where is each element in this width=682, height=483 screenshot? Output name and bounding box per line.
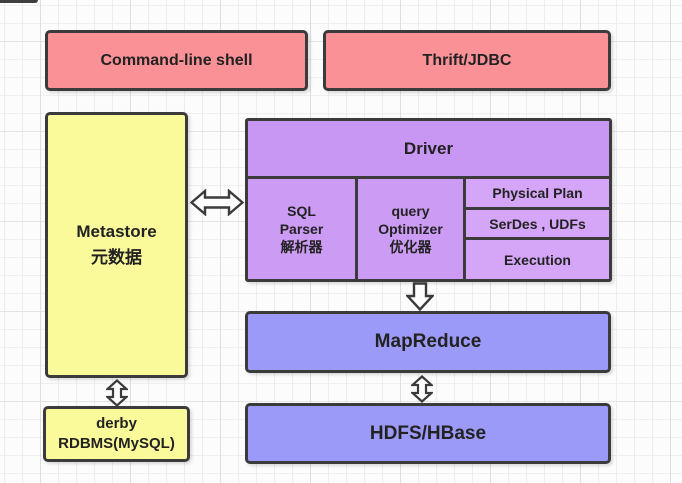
query-optimizer-line3: 优化器 bbox=[389, 239, 432, 255]
query-optimizer-line1: query bbox=[391, 203, 430, 219]
down-arrow-icon bbox=[406, 282, 434, 311]
double-arrow-horizontal-icon bbox=[190, 189, 244, 216]
hdfs-hbase-label: HDFS/HBase bbox=[369, 422, 487, 444]
derby-label-line1: derby bbox=[96, 415, 137, 432]
thrift-jdbc-label: Thrift/JDBC bbox=[422, 51, 512, 69]
mapreduce-label: MapReduce bbox=[374, 331, 482, 352]
serdes-udfs-cell: SerDes , UDFs bbox=[466, 210, 609, 240]
physical-plan-cell: Physical Plan bbox=[466, 179, 609, 210]
query-optimizer-cell: query Optimizer 优化器 bbox=[358, 179, 466, 279]
mapreduce-box: MapReduce bbox=[245, 311, 611, 373]
thrift-jdbc-box: Thrift/JDBC bbox=[323, 30, 611, 91]
derby-label-line2: RDBMS(MySQL) bbox=[58, 435, 175, 452]
sql-parser-line1: SQL bbox=[287, 203, 316, 219]
driver-body: SQL Parser 解析器 query Optimizer 优化器 Physi… bbox=[248, 179, 609, 279]
driver-right-column: Physical Plan SerDes , UDFs Execution bbox=[466, 179, 609, 279]
driver-label: Driver bbox=[403, 138, 454, 158]
sql-parser-line3: 解析器 bbox=[280, 239, 323, 255]
command-line-shell-label: Command-line shell bbox=[100, 51, 253, 69]
double-arrow-vertical-icon bbox=[411, 375, 433, 403]
double-arrow-vertical-icon bbox=[106, 379, 128, 407]
metastore-box: Metastore 元数据 bbox=[45, 112, 188, 378]
metastore-label-line1: Metastore bbox=[76, 222, 157, 241]
command-line-shell-box: Command-line shell bbox=[45, 30, 308, 91]
query-optimizer-line2: Optimizer bbox=[378, 221, 443, 237]
execution-label: Execution bbox=[504, 251, 571, 268]
sql-parser-line2: Parser bbox=[279, 221, 324, 237]
driver-header: Driver bbox=[248, 121, 609, 179]
metastore-label-line2: 元数据 bbox=[91, 248, 142, 267]
physical-plan-label: Physical Plan bbox=[492, 185, 583, 201]
execution-cell: Execution bbox=[466, 240, 609, 279]
derby-rdbms-box: derby RDBMS(MySQL) bbox=[43, 406, 190, 462]
canvas-edge-artifact bbox=[0, 0, 38, 3]
hdfs-hbase-box: HDFS/HBase bbox=[245, 403, 611, 464]
driver-box: Driver SQL Parser 解析器 query Optimizer 优化… bbox=[245, 118, 612, 282]
sql-parser-cell: SQL Parser 解析器 bbox=[248, 179, 358, 279]
serdes-udfs-label: SerDes , UDFs bbox=[489, 215, 586, 232]
